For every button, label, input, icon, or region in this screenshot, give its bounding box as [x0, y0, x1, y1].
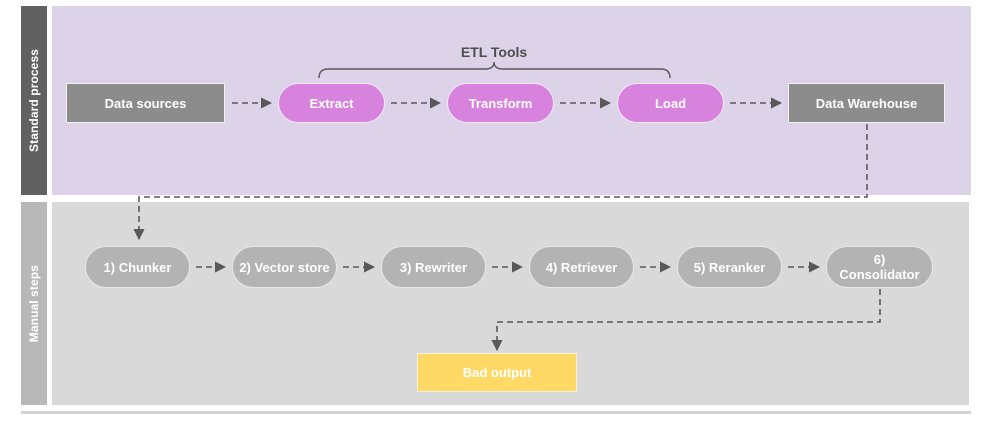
etl-tools-label: ETL Tools — [460, 44, 528, 60]
lane-label-text-manual-steps: Manual steps — [27, 264, 41, 343]
node-retriever[interactable]: 4) Retriever — [529, 246, 634, 288]
node-chunker[interactable]: 1) Chunker — [85, 246, 190, 288]
node-data-sources[interactable]: Data sources — [66, 83, 225, 123]
node-extract[interactable]: Extract — [278, 83, 385, 123]
bottom-divider — [21, 411, 971, 414]
node-rewriter[interactable]: 3) Rewriter — [381, 246, 486, 288]
node-data-warehouse[interactable]: Data Warehouse — [788, 83, 945, 123]
node-load[interactable]: Load — [617, 83, 724, 123]
node-transform[interactable]: Transform — [447, 83, 554, 123]
node-reranker[interactable]: 5) Reranker — [677, 246, 782, 288]
node-consolidator[interactable]: 6) Consolidator — [826, 246, 933, 288]
node-vector-store[interactable]: 2) Vector store — [232, 246, 337, 288]
node-bad-output[interactable]: Bad output — [417, 353, 577, 392]
lane-label-manual-steps: Manual steps — [21, 202, 47, 405]
lane-label-standard-process: Standard process — [21, 6, 47, 195]
lane-label-text-standard-process: Standard process — [27, 49, 41, 152]
